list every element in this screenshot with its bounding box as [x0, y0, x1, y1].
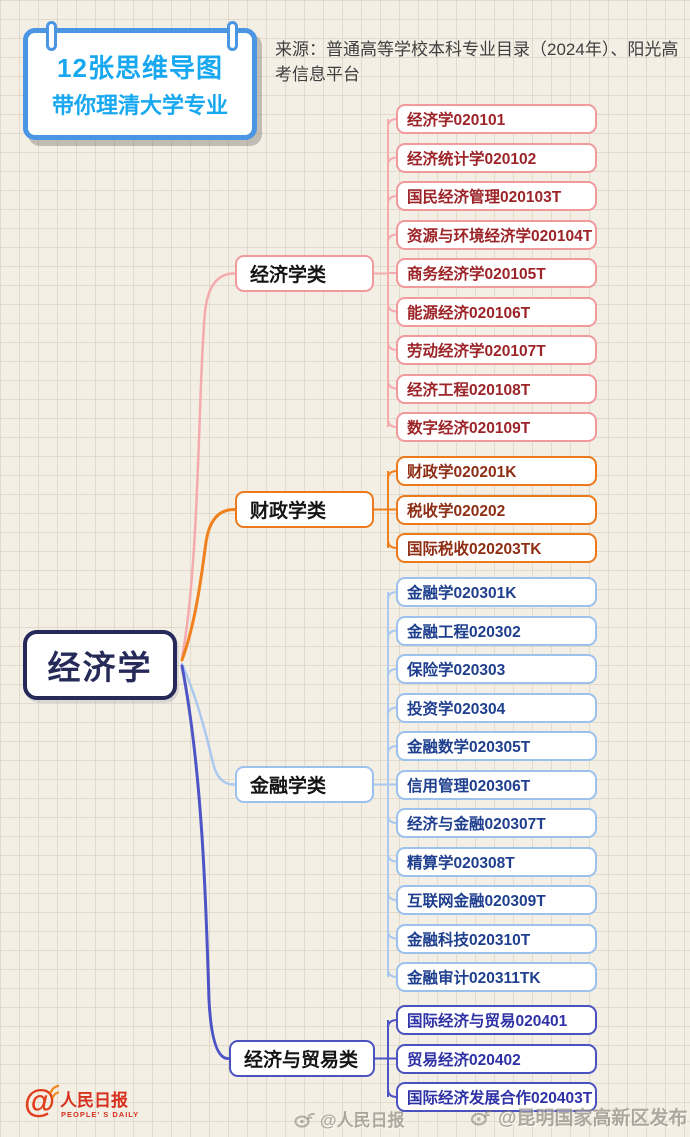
major-item: 财政学020201K [396, 456, 597, 486]
root-node-economics: 经济学 [23, 630, 177, 700]
major-item: 保险学020303 [396, 654, 597, 684]
major-item: 金融数学020305T [396, 731, 597, 761]
major-item: 互联网金融020309T [396, 885, 597, 915]
peoples-daily-logo: @ 人民日报 PEOPLE' S DAILY [24, 1082, 154, 1127]
weibo-icon [470, 1110, 493, 1126]
logo-at-icon: @ [24, 1083, 55, 1119]
major-item: 金融学020301K [396, 577, 597, 607]
banner-clip-left [46, 21, 57, 51]
major-item: 能源经济020106T [396, 296, 597, 327]
major-item: 投资学020304 [396, 692, 597, 723]
major-item: 贸易经济020402 [396, 1043, 597, 1074]
watermark-right: @昆明国家高新区发布 [470, 1103, 688, 1130]
branch-label: 经济与贸易类 [229, 1040, 375, 1077]
banner-title-line2: 带你理清大学专业 [51, 93, 228, 118]
major-item: 精算学020308T [396, 846, 597, 877]
major-item: 金融科技020310T [396, 923, 597, 954]
major-item: 经济工程020108T [396, 373, 597, 404]
major-item: 税收学020202 [396, 494, 597, 525]
logo-name-text: 人民日报 [60, 1090, 128, 1110]
major-item: 商务经济学020105T [396, 258, 597, 288]
branch-label: 金融学类 [235, 766, 374, 803]
major-item: 数字经济020109T [396, 412, 597, 442]
major-item: 国际经济与贸易020401 [396, 1005, 597, 1035]
watermark-left: @人民日报 [294, 1106, 405, 1131]
major-item: 国际税收020203TK [396, 533, 597, 563]
title-banner: 12张思维导图 带你理清大学专业 [23, 28, 257, 140]
major-item: 劳动经济学020107T [396, 335, 597, 365]
major-item: 经济与金融020307T [396, 808, 597, 838]
branch-label: 财政学类 [235, 491, 374, 528]
branch-label: 经济学类 [235, 255, 374, 292]
banner-clip-right [227, 21, 238, 51]
watermark-left-text: @人民日报 [320, 1111, 405, 1130]
logo-wave-icon [49, 1084, 60, 1094]
major-item: 信用管理020306T [396, 769, 597, 800]
banner-title-line1: 12张思维导图 [57, 53, 223, 83]
major-item: 经济学020101 [396, 104, 597, 134]
weibo-icon [294, 1112, 315, 1127]
logo-wave-icon [51, 1091, 60, 1099]
watermark-right-text: @昆明国家高新区发布 [498, 1108, 688, 1129]
major-item: 国际经济发展合作020403T [396, 1082, 597, 1112]
logo-sub-text: PEOPLE' S DAILY [61, 1110, 139, 1119]
major-item: 经济统计学020102 [396, 142, 597, 173]
major-item: 国民经济管理020103T [396, 181, 597, 211]
source-note: 来源：普通高等学校本科专业目录（2024年）、阳光高考信息平台 [275, 40, 679, 84]
major-item: 金融工程020302 [396, 615, 597, 646]
major-item: 金融审计020311TK [396, 962, 597, 992]
major-item: 资源与环境经济学020104T [396, 219, 597, 250]
